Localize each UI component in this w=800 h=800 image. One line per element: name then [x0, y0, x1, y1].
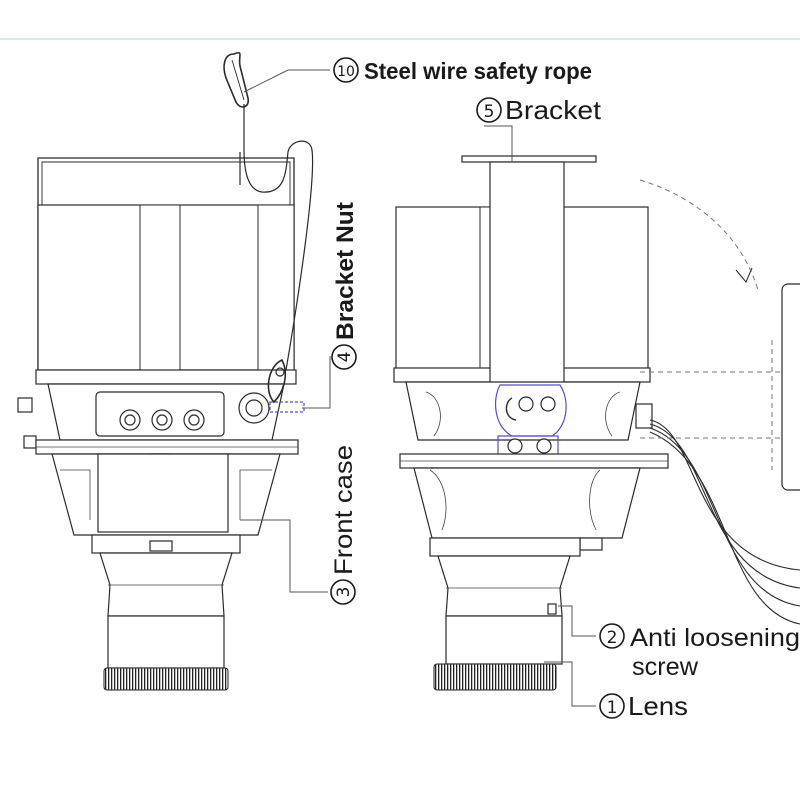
label-1-text: Lens [628, 691, 688, 721]
label-5-text: Bracket [505, 95, 602, 125]
label-2-number: 2 [607, 628, 618, 648]
leader-lines [240, 69, 596, 707]
label-1-number: 1 [607, 698, 618, 718]
label-4-number: 4 [335, 352, 355, 363]
label-3-text: Front case [330, 445, 358, 575]
label-2-text-line2: screw [632, 653, 699, 681]
right-fixture [393, 155, 800, 691]
label-2: 2 Anti loosening screw [599, 623, 800, 681]
label-10: 10 Steel wire safety rope [333, 57, 592, 84]
label-5-number: 5 [484, 102, 495, 122]
label-2-text-line1: Anti loosening [630, 624, 800, 652]
left-fixture [17, 157, 305, 691]
label-4: 4 Bracket Nut [331, 202, 359, 370]
bracket-nut [238, 392, 305, 424]
label-3: 3 Front case [330, 445, 358, 605]
label-5: 5 Bracket [476, 95, 602, 125]
label-1: 1 Lens [599, 691, 688, 721]
label-10-text: Steel wire safety rope [364, 58, 592, 84]
safety-rope [223, 51, 314, 404]
label-4-text: Bracket Nut [332, 202, 359, 340]
label-3-number: 3 [334, 587, 354, 598]
cable-glands [119, 409, 205, 431]
label-10-number: 10 [337, 64, 355, 80]
